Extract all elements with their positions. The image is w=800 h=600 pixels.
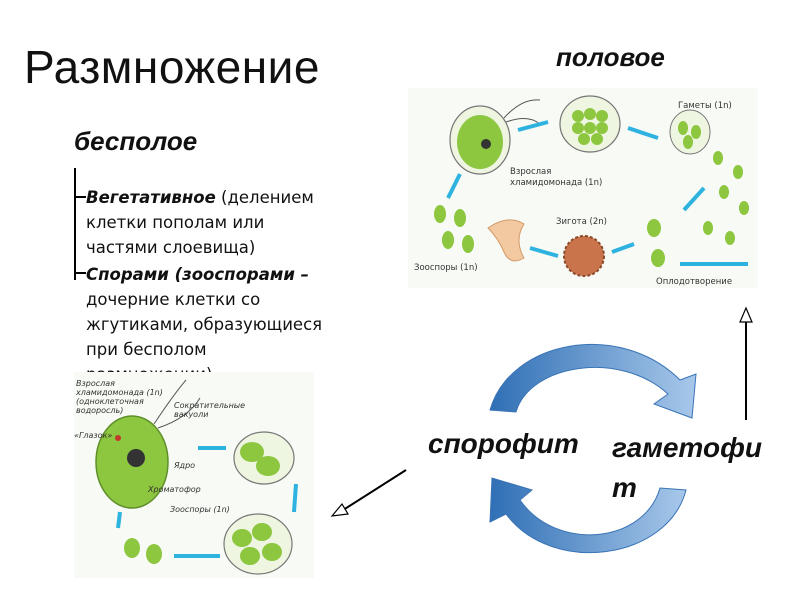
zygote-label: Зигота (2n) <box>556 217 607 227</box>
fertilization-label: Оплодотворение <box>656 277 732 287</box>
chromatophore-label: Хроматофор <box>147 485 201 494</box>
adult-label-line2: хламидомонада (1n) <box>510 178 602 188</box>
up-arrow-head <box>739 306 753 323</box>
sexual-cycle-figure: Гаметы (1n) Взрослая хламидомонада (1n) … <box>408 88 758 288</box>
zygote <box>563 235 605 277</box>
spores-item: Спорами (зооспорами – дочерние клетки со… <box>86 262 336 387</box>
vegetative-item-text: (делением клетки пополам или частями сло… <box>86 188 314 257</box>
zoospores-label: Зооспоры (1n) <box>170 505 230 514</box>
lower-curved-arrow <box>489 477 687 554</box>
adult-label-line3: (одноклеточная <box>76 397 144 406</box>
free-zoospores <box>124 538 162 564</box>
sexual-cycle-svg: Гаметы (1n) Взрослая хламидомонада (1n) … <box>408 88 758 288</box>
adult-label-line1: Взрослая <box>510 167 551 177</box>
zoospores-label: Зооспоры (1n) <box>414 263 478 273</box>
slide-title: Размножение <box>24 41 320 93</box>
tree-connector-line <box>74 168 76 280</box>
vegetative-item-bold: Вегетативное <box>86 188 216 207</box>
fertilization-pair <box>647 219 665 267</box>
vegetative-item: Вегетативное (делением клетки пополам ил… <box>86 185 336 260</box>
dividing-cell <box>233 431 295 485</box>
spores-item-bold: Спорами (зооспорами – <box>86 265 309 284</box>
asexual-reproduction-heading: бесполое <box>74 126 198 156</box>
adult-cell <box>95 379 201 509</box>
spores-item-text: дочерние клетки со жгутиками, образующие… <box>86 290 323 384</box>
asexual-cycle-figure: Взрослая хламидомонада (1n) (одноклеточн… <box>74 372 314 578</box>
gametes-label: Гаметы (1n) <box>678 101 732 111</box>
alternation-cycle-graphic <box>330 306 753 554</box>
down-left-arrow-head <box>330 502 349 517</box>
gametangium-cell <box>559 95 621 153</box>
vacuoles-label-line1: Сократительные <box>174 401 245 410</box>
adult-label-line2: хламидомонада (1n) <box>75 388 163 397</box>
asexual-cycle-svg: Взрослая хламидомонада (1n) (одноклеточн… <box>74 372 314 578</box>
adult-cell <box>449 99 541 175</box>
tree-tick <box>74 196 86 198</box>
zoospores-group <box>434 205 525 262</box>
down-left-arrow <box>339 469 407 513</box>
cycle-arrows <box>446 120 748 266</box>
sexual-reproduction-heading: половое <box>556 42 665 72</box>
cycle-arrows <box>116 446 298 558</box>
eyespot-label: «Глазок» <box>74 431 112 440</box>
zoospore-release-cell <box>223 513 293 575</box>
upper-curved-arrow <box>489 343 697 419</box>
gametophyte-label: гаметофит <box>612 432 762 503</box>
adult-label-line4: водоросль) <box>76 406 123 415</box>
sporophyte-label: спорофит <box>428 428 579 459</box>
vacuoles-label-line2: вакуоли <box>174 410 208 419</box>
nucleus-label: Ядро <box>173 461 195 470</box>
tree-tick <box>74 272 86 274</box>
gametes-group <box>669 109 749 245</box>
adult-label-line1: Взрослая <box>76 379 115 388</box>
